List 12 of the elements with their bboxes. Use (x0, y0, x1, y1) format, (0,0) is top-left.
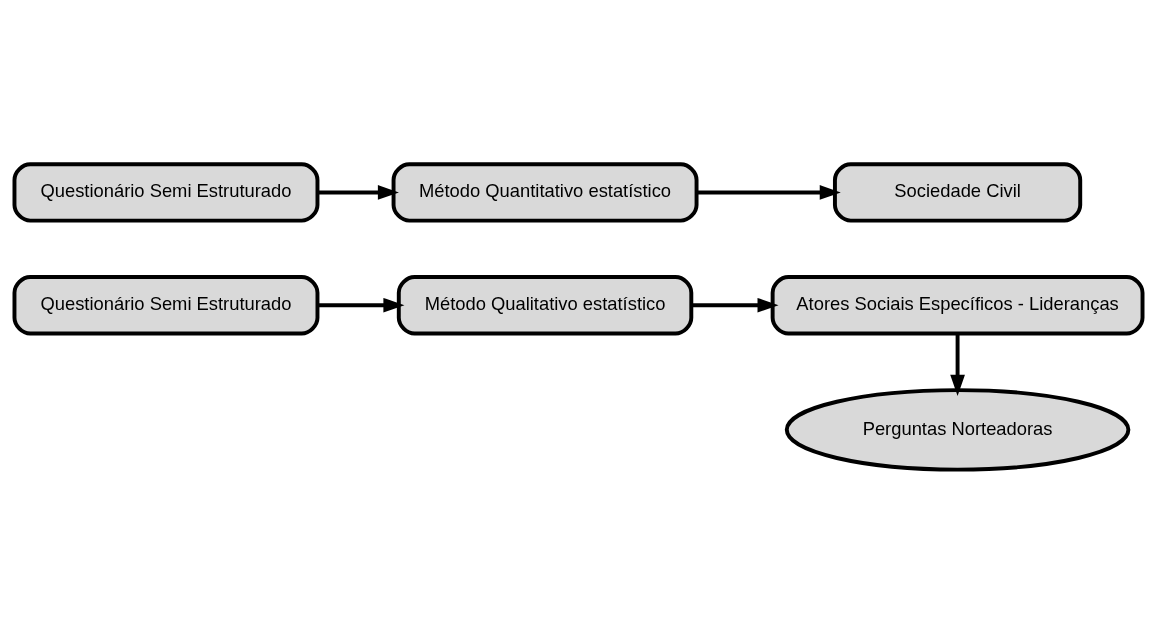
node-box: Método Qualitativo estatístico (396, 275, 694, 336)
node-ellipse: Perguntas Norteadoras (784, 388, 1131, 472)
arrow (950, 333, 965, 396)
arrow (696, 185, 841, 200)
arrow (317, 185, 399, 200)
node-box: Questionário Semi Estruturado (12, 275, 320, 336)
node-box: Sociedade Civil (832, 162, 1083, 223)
node-box: Método Quantitativo estatístico (391, 162, 699, 223)
arrow (691, 297, 779, 313)
arrow (317, 297, 405, 313)
node-box: Atores Sociais Específicos - Lideranças (770, 275, 1145, 336)
node-box: Questionário Semi Estruturado (12, 162, 320, 223)
